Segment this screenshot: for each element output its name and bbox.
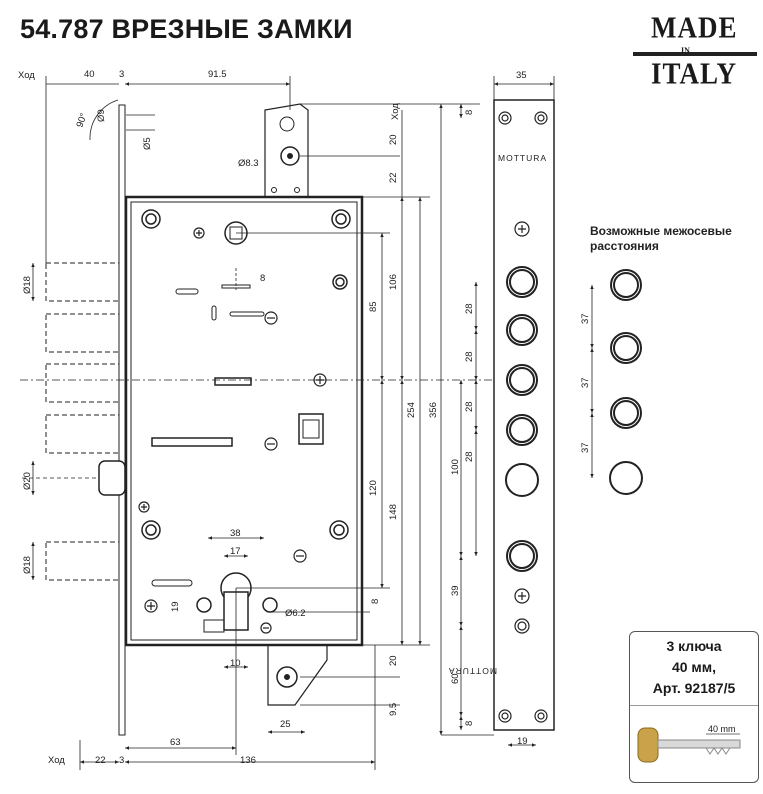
dim-85: 85 (368, 301, 379, 312)
dim-8-bot: 8 (464, 721, 475, 726)
dim-37-b: 37 (580, 377, 591, 388)
dim-3-bot: 3 (119, 755, 124, 766)
dim-dia-20: Ø20 (22, 472, 33, 490)
dim-dia-5: Ø5 (142, 137, 153, 150)
hod-label-right: Ход (390, 103, 401, 120)
dim-22-bot: 22 (95, 755, 106, 766)
hod-label-bottom: Ход (48, 755, 65, 766)
dim-dia-18-top: Ø18 (22, 276, 33, 294)
hod-label: Ход (18, 70, 35, 81)
made-in-italy-badge: MADE IN ITALY (633, 9, 757, 94)
dim-37-a: 37 (580, 313, 591, 324)
key-size: 40 мм, (671, 659, 717, 675)
dim-28-c: 28 (464, 401, 475, 412)
dim-40: 40 (84, 69, 95, 80)
bottom-tab (267, 645, 328, 706)
dim-60: 60 (450, 673, 461, 684)
dim-148: 148 (388, 504, 399, 520)
strike-plate (493, 99, 555, 731)
badge-in: IN (681, 46, 690, 55)
dim-22: 22 (388, 172, 399, 183)
key-article: Арт. 92187/5 (652, 680, 736, 696)
dim-9-5: 9.5 (388, 703, 399, 716)
badge-italy: ITALY (651, 55, 738, 91)
dim-28-b: 28 (464, 351, 475, 362)
dim-356: 356 (428, 402, 439, 418)
strip-text-bottom: MOTTURA (448, 666, 497, 676)
dim-35: 35 (516, 70, 527, 81)
dim-dia-9: Ø9 (96, 109, 107, 122)
dim-8-mid: 8 (370, 599, 381, 604)
dim-20-bot: 20 (388, 655, 399, 666)
dim-28-d: 28 (464, 451, 475, 462)
dim-63: 63 (170, 737, 181, 748)
key-length-label: 40 mm (708, 724, 736, 734)
dim-91-5: 91.5 (208, 69, 227, 80)
dim-dia-18-bot: Ø18 (22, 556, 33, 574)
dim-dia-6-2: Ø6.2 (285, 608, 306, 619)
lock-body (124, 195, 364, 647)
bolts (45, 262, 120, 581)
dim-37-c: 37 (580, 442, 591, 453)
dim-19-bot: 19 (517, 736, 528, 747)
strip-text-top: MOTTURA (498, 153, 547, 163)
spacing-circles (609, 269, 643, 495)
dim-254: 254 (406, 402, 417, 418)
dim-28-a: 28 (464, 303, 475, 314)
dim-39: 39 (450, 585, 461, 596)
key-image (637, 727, 741, 763)
key-count: 3 ключа (666, 638, 722, 654)
latch (98, 460, 126, 496)
spacing-label-line2: расстояния (590, 239, 659, 253)
dim-25: 25 (280, 719, 291, 730)
page-title: 54.787 ВРЕЗНЫЕ ЗАМКИ (20, 14, 353, 44)
dim-angle: 90° (74, 112, 89, 129)
dim-100: 100 (450, 459, 461, 475)
dim-sq-8: 8 (260, 273, 265, 284)
dim-120: 120 (368, 480, 379, 496)
dim-19-cyl: 19 (170, 601, 181, 612)
dim-10: 10 (230, 658, 241, 669)
spacing-label-line1: Возможные межосевые (590, 224, 732, 238)
key-info-box: 3 ключа 40 мм, Арт. 92187/5 40 mm (629, 631, 759, 783)
faceplate (118, 104, 126, 736)
dim-106: 106 (388, 274, 399, 290)
dim-136: 136 (240, 755, 256, 766)
dim-8-top: 8 (464, 110, 475, 115)
dim-3-top: 3 (119, 69, 124, 80)
dim-dia-8-3: Ø8.3 (238, 158, 259, 169)
badge-made: MADE (651, 9, 738, 45)
dim-38: 38 (230, 528, 241, 539)
dim-20-top: 20 (388, 134, 399, 145)
dim-17: 17 (230, 546, 241, 557)
spacing-label: Возможные межосевые расстояния (590, 224, 732, 254)
